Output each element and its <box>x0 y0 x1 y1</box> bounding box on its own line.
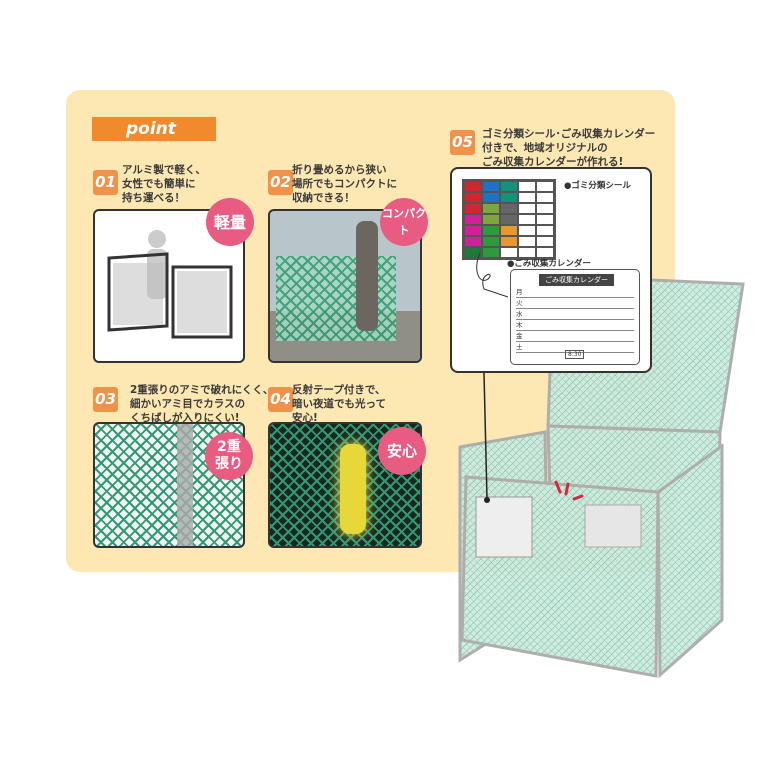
calendar-title: ごみ収集カレンダー <box>539 274 614 286</box>
photo-reflective-tape <box>268 422 422 548</box>
lightweight-badge: 軽量 <box>206 198 254 246</box>
point-number: 01 <box>93 170 118 195</box>
point-text: アルミ製で軽く、 女性でも簡単に 持ち運べる！ <box>122 164 206 204</box>
calendar-day: 水 <box>516 309 634 320</box>
calendar-day: 木 <box>516 320 634 331</box>
double-net-badge: 2重 張り <box>205 432 253 480</box>
safety-badge: 安心 <box>378 427 426 475</box>
point-text: 折り畳めるから狭い 場所でもコンパクトに 収納できる！ <box>292 164 397 204</box>
point-number: 04 <box>268 387 293 412</box>
point-banner: point <box>92 117 216 141</box>
point-number: 03 <box>93 387 118 412</box>
calendar-day: 金 <box>516 331 634 342</box>
point-text: ゴミ分類シール･ごみ収集カレンダー 付きで、地域オリジナルの ごみ収集カレンダー… <box>482 128 656 168</box>
collection-calendar: ごみ収集カレンダー 月 火 水 木 金 土 8:30 <box>510 269 640 365</box>
point-text: 2重張りのアミで破れにくく、 細かいアミ目でカラスの くちばしが入りにくい! <box>130 384 274 424</box>
seal-label: ●ゴミ分類シール <box>564 181 631 191</box>
calendar-label: ●ごみ収集カレンダー <box>507 259 591 269</box>
photo-lightweight <box>93 209 245 363</box>
cage-right-panel <box>656 443 724 679</box>
calendar-day: 月 <box>516 287 634 298</box>
point-number: 05 <box>450 130 475 155</box>
collection-time: 8:30 <box>565 350 585 359</box>
leader-line <box>483 372 488 500</box>
attention-mark-icon <box>554 480 584 501</box>
sorting-seal-sheet <box>462 179 556 260</box>
instruction-label <box>584 504 642 548</box>
point-text: 反射テープ付きで、 暗い夜道でも光って 安心! <box>292 384 386 424</box>
calendar-sticker <box>475 496 533 558</box>
calendar-day: 火 <box>516 298 634 309</box>
folding-cage-illustration <box>107 230 233 339</box>
calendar-info-card: ●ゴミ分類シール ●ごみ収集カレンダー ごみ収集カレンダー 月 火 水 木 金 … <box>450 167 652 373</box>
curved-arrow-icon <box>476 252 509 298</box>
photo-compact <box>268 209 422 363</box>
point-number: 02 <box>268 170 293 195</box>
calendar-day: 土 <box>516 342 634 353</box>
compact-badge: コンパクト <box>380 198 428 246</box>
